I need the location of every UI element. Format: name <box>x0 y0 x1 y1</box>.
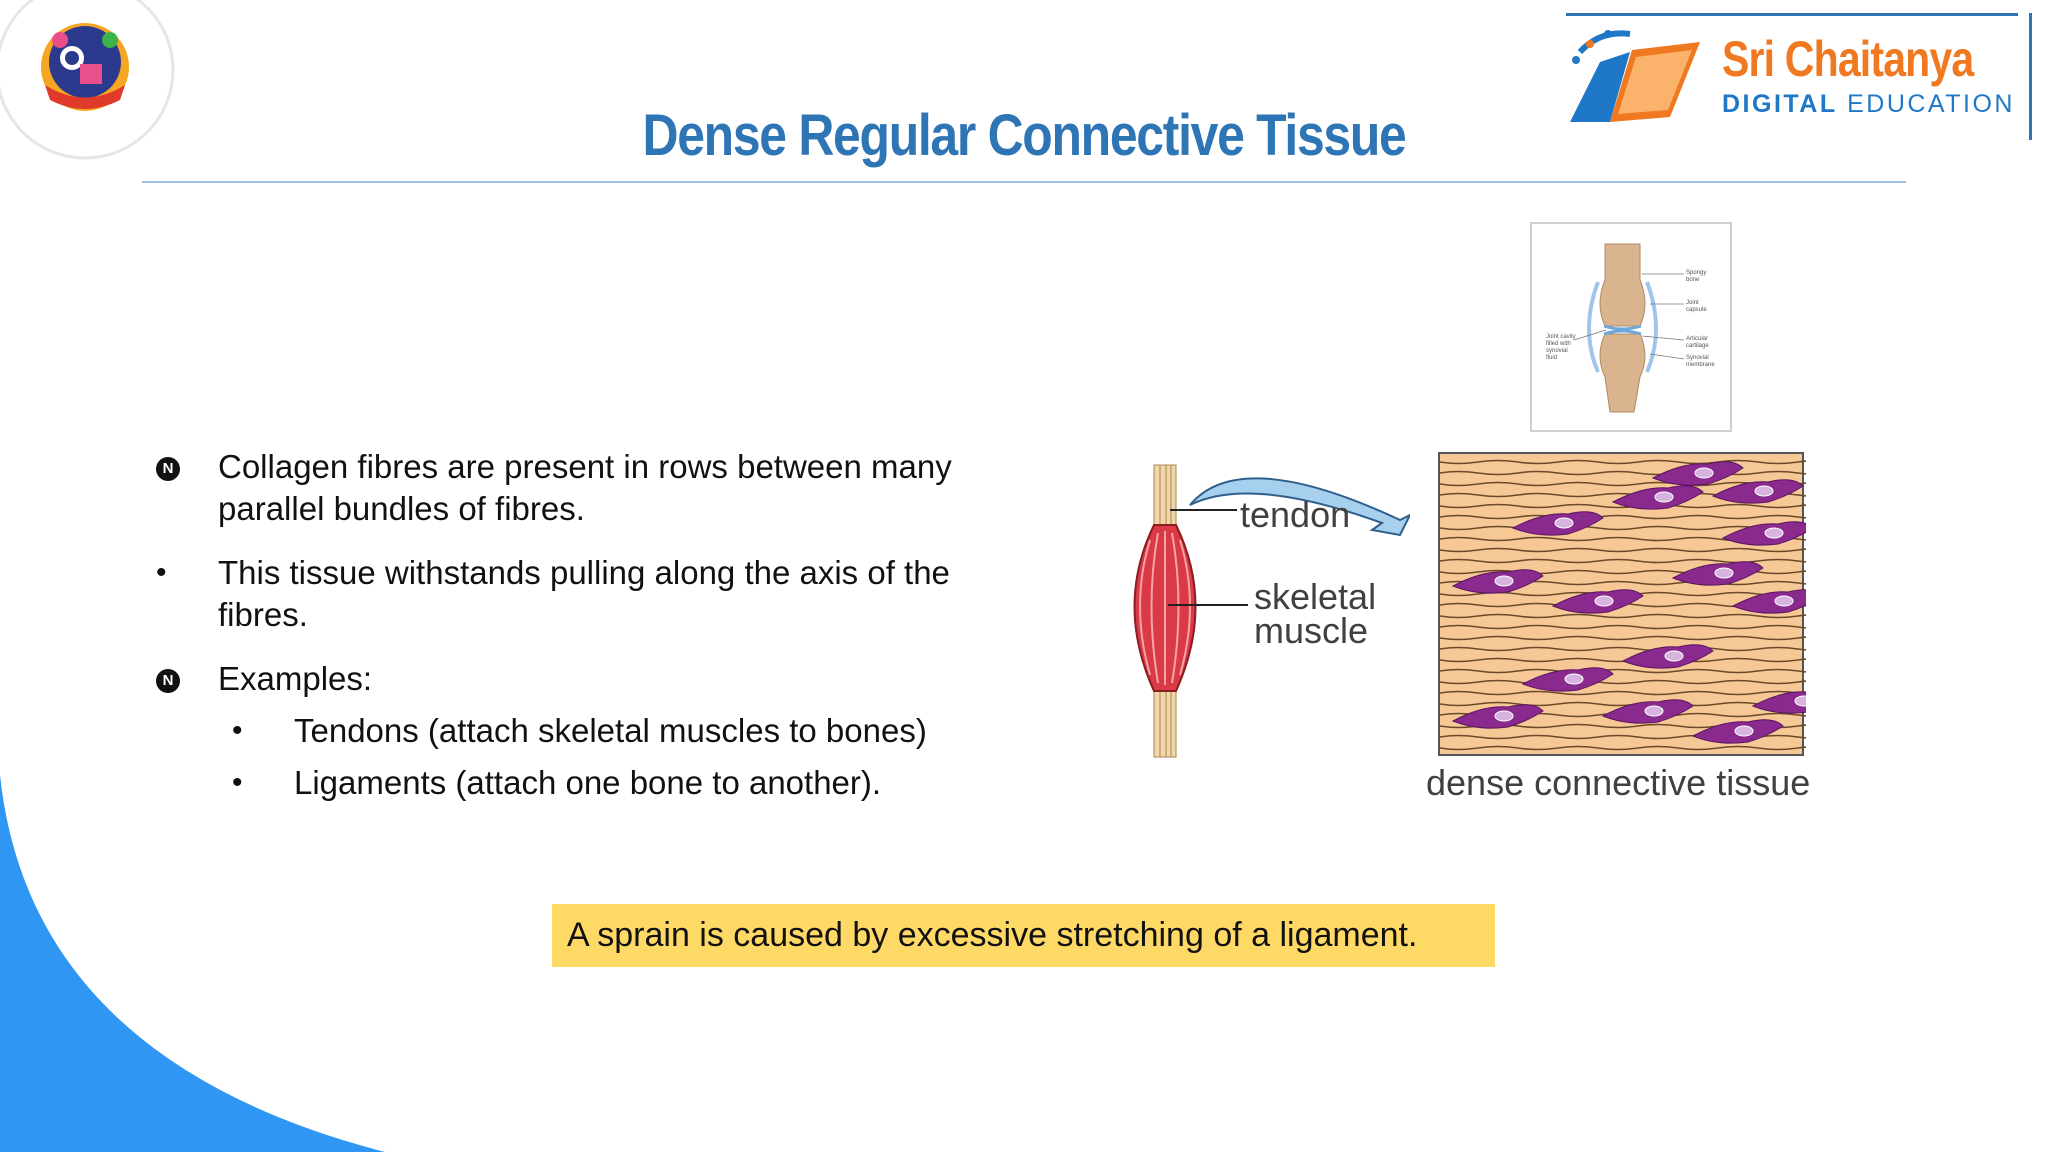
bullet-item: • This tissue withstands pulling along t… <box>150 552 1030 636</box>
fibroblast-cell <box>1751 691 1806 714</box>
sub-bullet-item: • Ligaments (attach one bone to another)… <box>150 762 1030 804</box>
cell-nucleus <box>1594 595 1614 607</box>
joint-label-capsule: capsule <box>1686 307 1707 313</box>
bullet-text: Examples: <box>218 660 373 697</box>
cell-nucleus <box>1714 567 1734 579</box>
cell-nucleus <box>1734 725 1754 737</box>
sprain-note: A sprain is caused by excessive stretchi… <box>552 904 1495 967</box>
collagen-fibre <box>1439 514 1806 520</box>
collagen-fibre <box>1439 679 1806 685</box>
collagen-fibre <box>1439 624 1806 630</box>
institution-logo-icon <box>41 23 129 111</box>
brand-name: Sri Chaitanya <box>1722 31 1974 87</box>
joint-label-synovial: synovial <box>1546 348 1568 354</box>
label-skeletal-muscle: skeletal muscle <box>1254 576 1377 651</box>
collagen-fibre <box>1439 613 1806 619</box>
joint-label-synovial-membrane: Synovial <box>1686 355 1709 361</box>
sub-bullet-text: Tendons (attach skeletal muscles to bone… <box>294 712 927 749</box>
joint-label-joint: Joint <box>1686 300 1699 306</box>
cell-nucleus <box>1644 705 1664 717</box>
label-skeletal: skeletal <box>1254 576 1377 617</box>
bullet-list: N Collagen fibres are present in rows be… <box>150 446 1030 814</box>
collagen-fibre <box>1439 635 1806 641</box>
sub-bullet-dot: • <box>232 766 243 799</box>
brand-subtitle-bold: DIGITAL <box>1722 90 1838 118</box>
collagen-fibre <box>1439 745 1806 751</box>
collagen-fibre <box>1439 547 1806 553</box>
label-muscle: muscle <box>1254 610 1369 651</box>
collagen-fibre <box>1439 734 1806 740</box>
slide-title: Dense Regular Connective Tissue <box>642 103 1406 168</box>
cell-nucleus <box>1494 575 1514 587</box>
cell-nucleus <box>1694 467 1714 479</box>
cell-nucleus <box>1494 710 1514 722</box>
cell-nucleus <box>1764 527 1784 539</box>
bullet-item: N Collagen fibres are present in rows be… <box>150 446 1030 530</box>
cell-nucleus <box>1754 485 1774 497</box>
collagen-fibre <box>1439 646 1806 652</box>
brand-subtitle-rest: EDUCATION <box>1837 90 2015 118</box>
muscle-tendon-diagram <box>1133 464 1410 758</box>
bullet-item: N Examples: <box>150 658 1030 700</box>
synovial-joint-diagram: Spongy bone Joint capsule Joint cavity f… <box>1530 222 1732 432</box>
cell-nucleus <box>1664 650 1684 662</box>
collagen-fibre <box>1439 558 1806 564</box>
cell-nucleus <box>1564 673 1584 685</box>
joint-label-cavity: Joint cavity <box>1546 334 1576 340</box>
logo-corner <box>0 0 175 160</box>
brand-subtitle: DIGITAL EDUCATION <box>1722 90 2015 119</box>
joint-label-spongy: Spongy <box>1686 270 1706 276</box>
cell-nucleus <box>1794 695 1806 707</box>
collagen-fibre <box>1439 569 1806 575</box>
sub-bullet-text: Ligaments (attach one bone to another). <box>294 764 882 801</box>
label-dense-connective-tissue: dense connective tissue <box>1426 762 1811 803</box>
label-tendon: tendon <box>1240 494 1351 535</box>
sub-bullet-item: • Tendons (attach skeletal muscles to bo… <box>150 710 1030 752</box>
joint-label-articular: Articular <box>1686 336 1708 342</box>
collagen-fibre <box>1439 459 1806 465</box>
joint-label-cartilage: cartilage <box>1686 343 1709 349</box>
collagen-fibre <box>1439 690 1806 696</box>
bullet-text: Collagen fibres are present in rows betw… <box>218 448 952 527</box>
bullet-dot: • <box>156 556 167 589</box>
joint-label-membrane: membrane <box>1686 362 1715 368</box>
book-logo-icon <box>1570 30 1700 122</box>
cell-nucleus <box>1554 517 1574 529</box>
brand-frame-top <box>1566 13 2018 16</box>
joint-label-filled: filled with <box>1546 341 1571 347</box>
title-divider <box>142 181 1906 183</box>
joint-label-fluid: fluid <box>1546 355 1557 361</box>
bullet-text: This tissue withstands pulling along the… <box>218 554 950 633</box>
fibroblast-cell <box>1731 589 1806 614</box>
bullet-marker-icon: N <box>156 457 180 481</box>
fibroblast-cell <box>1721 521 1806 546</box>
joint-label-bone: bone <box>1686 277 1700 283</box>
bullet-marker-icon: N <box>156 669 180 693</box>
sub-bullet-dot: • <box>232 714 243 747</box>
dense-tissue-illustration <box>1438 452 1806 756</box>
collagen-fibre <box>1439 668 1806 674</box>
cell-nucleus <box>1774 595 1794 607</box>
brand-frame-right <box>2029 13 2032 140</box>
collagen-fibre <box>1439 470 1806 476</box>
cell-nucleus <box>1654 491 1674 503</box>
